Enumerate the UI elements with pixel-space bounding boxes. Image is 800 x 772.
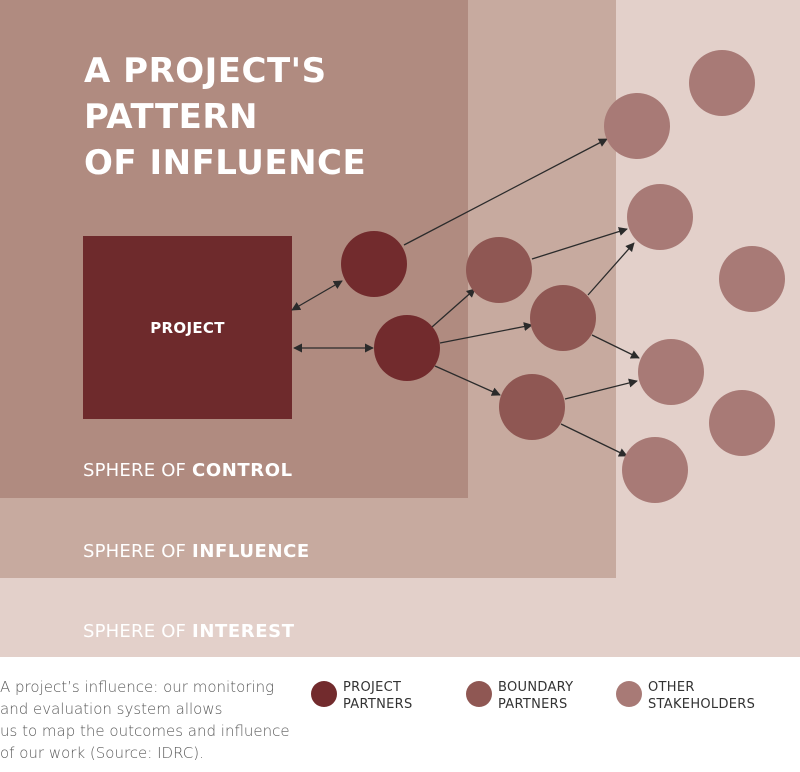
arrow-partner-2-to-boundary-1 — [431, 288, 476, 328]
legend-swatch-other-stakeholders — [616, 681, 642, 707]
diagram-title: A PROJECT'S PATTERN OF INFLUENCE — [84, 48, 366, 186]
arrow-partner-2-to-boundary-3 — [434, 365, 501, 396]
sphere-label-prefix: SPHERE OF — [83, 621, 193, 642]
legend-label: OTHER STAKEHOLDERS — [648, 679, 755, 713]
stakeholder-node — [638, 339, 704, 405]
boundary-partner-node — [530, 285, 596, 351]
sphere-of-interest-label: SPHERE OF INTEREST — [83, 621, 295, 642]
legend-label-line: PARTNERS — [498, 697, 568, 712]
stakeholder-node — [709, 390, 775, 456]
title-line: A PROJECT'S — [84, 51, 327, 91]
legend-label-line: PROJECT — [343, 680, 402, 695]
sphere-label-prefix: SPHERE OF — [83, 460, 193, 481]
sphere-label-strong: INFLUENCE — [192, 541, 310, 562]
arrow-partner-2-to-boundary-2 — [439, 322, 533, 344]
project-partner-node — [374, 315, 440, 381]
title-line: PATTERN — [84, 97, 258, 137]
other-stakeholder-nodes — [604, 50, 785, 503]
connection-arrows — [291, 138, 640, 457]
legend-label-line: PARTNERS — [343, 697, 413, 712]
legend-label-line: OTHER — [648, 680, 695, 695]
arrow-project-to-partner-1 — [291, 280, 343, 311]
boundary-partner-node — [466, 237, 532, 303]
sphere-of-control-label: SPHERE OF CONTROL — [83, 460, 293, 481]
legend-swatch-project-partners — [311, 681, 337, 707]
title-line: OF INFLUENCE — [84, 143, 367, 183]
stakeholder-node — [719, 246, 785, 312]
project-partner-node — [341, 231, 407, 297]
arrow-boundary-2-to-stakeholder-b — [591, 334, 640, 359]
caption-line: us to map the outcomes and influence — [0, 722, 290, 740]
legend-label-line: BOUNDARY — [498, 680, 574, 695]
project-partner-nodes — [341, 231, 440, 381]
sphere-of-influence-label: SPHERE OF INFLUENCE — [83, 541, 310, 562]
arrow-boundary-2-to-stakeholder-a — [587, 242, 635, 296]
caption-line: and evaluation system allows — [0, 700, 223, 718]
stakeholder-node — [622, 437, 688, 503]
stakeholder-node — [627, 184, 693, 250]
legend-label-line: STAKEHOLDERS — [648, 697, 756, 712]
sphere-label-strong: INTEREST — [192, 621, 295, 642]
arrow-boundary-1-to-stakeholder — [531, 227, 628, 260]
sphere-label-prefix: SPHERE OF — [83, 541, 193, 562]
boundary-partner-node — [499, 374, 565, 440]
project-box: PROJECT — [83, 236, 292, 419]
figure-caption: A project’s influence: our monitoring an… — [0, 676, 300, 764]
diagram-canvas: A PROJECT'S PATTERN OF INFLUENCE PROJECT… — [0, 0, 800, 657]
influence-network — [291, 50, 785, 503]
caption-line: A project’s influence: our monitoring — [0, 678, 275, 696]
boundary-partner-nodes — [466, 237, 596, 440]
stakeholder-node — [604, 93, 670, 159]
arrow-partner-1-to-stakeholder — [403, 138, 608, 246]
stakeholder-node — [689, 50, 755, 116]
legend-label: BOUNDARY PARTNERS — [498, 679, 573, 713]
legend-swatch-boundary-partners — [466, 681, 492, 707]
legend-label: PROJECT PARTNERS — [343, 679, 413, 713]
arrow-boundary-3-to-stakeholder-b — [560, 423, 628, 457]
project-label: PROJECT — [150, 319, 225, 337]
caption-line: of our work (Source: IDRC). — [0, 744, 204, 762]
arrow-boundary-3-to-stakeholder-a — [564, 378, 638, 400]
sphere-label-strong: CONTROL — [192, 460, 293, 481]
